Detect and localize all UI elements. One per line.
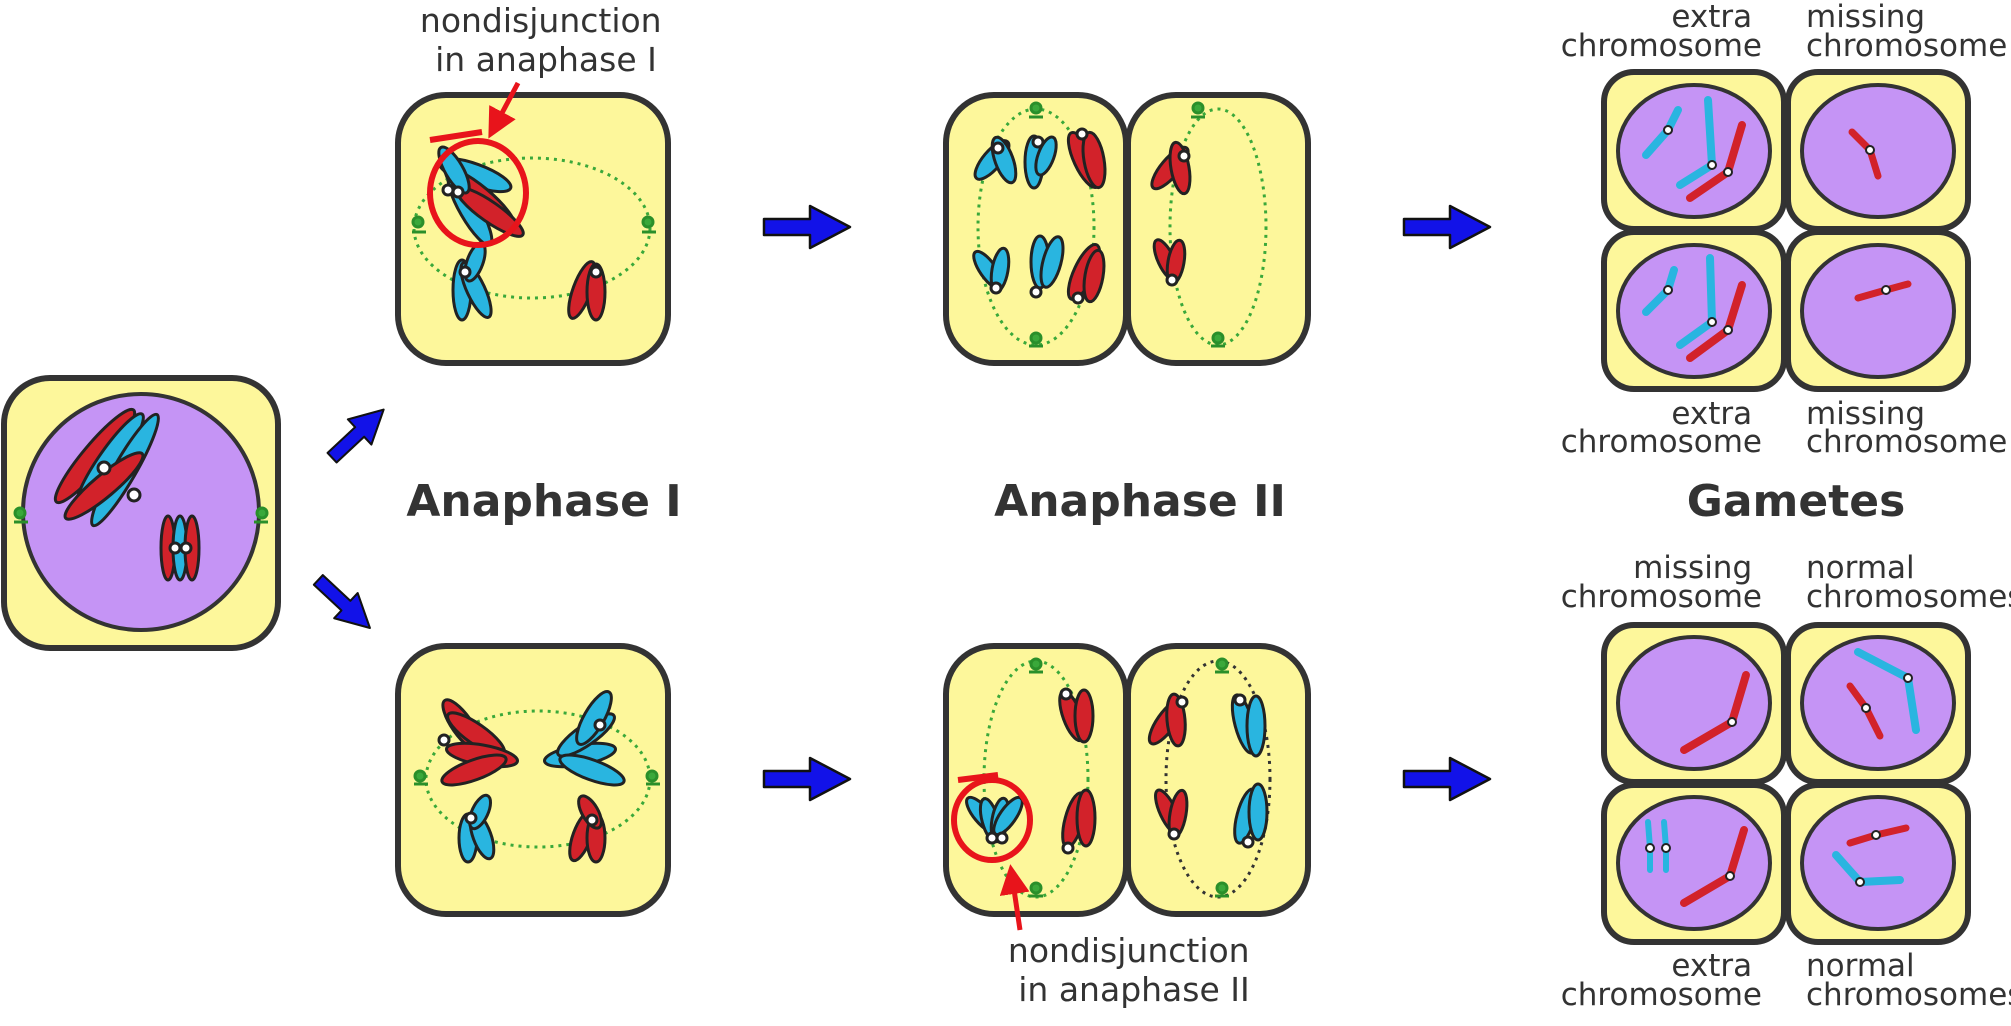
spindle-pole [13,506,269,524]
anaphase2-cells-top [943,92,1311,366]
annotation-arrow-1 [488,81,521,139]
arrow-up-right [319,395,397,472]
anaphase1-chromosomes-bottom [437,690,626,864]
gamete-label-top-row1-right: missing chromosome [1806,0,2007,64]
gamete-label-bottom-row1-right: normal chromosomes [1806,550,2011,615]
stage-label-gametes: Gametes [1687,476,1906,527]
gamete-label-top-row2-right: missing chromosome [1806,396,2007,460]
anaphase2-cells-bottom [943,643,1311,917]
anaphase1-chromosomes-lower [451,241,607,322]
gamete-label-top-row2-left: extra chromosome [1561,396,1762,460]
nondisjoined-chromosome-cluster [437,145,525,247]
parent-chromosomes [53,407,201,582]
anaphase1-cell-top [395,92,671,366]
anaphase1-cell-bottom [395,643,671,917]
anaphase2-chromosomes-top [972,127,1192,305]
gametes-top [1601,69,1971,392]
parent-cell [1,375,281,651]
arrow-bottom-2 [1402,756,1492,802]
arrow-down-right [305,566,383,642]
gamete-label-top-row1-left: extra chromosome [1561,0,1762,64]
highlight-circle-anaphase2 [951,772,1033,863]
gametes-bottom [1601,622,1971,945]
arrow-bottom-1 [762,756,852,802]
gamete-label-bottom-row1-left: missing chromosome [1561,550,1762,615]
arrow-top-2 [1402,204,1492,250]
spindle-pole [1029,657,1229,898]
gamete-chromosomes-top [1642,96,1912,362]
anaphase2-chromosomes-bottom [965,687,1269,855]
arrow-top-1 [762,204,852,250]
gamete-label-bottom-row2-left: extra chromosome [1561,948,1762,1013]
gamete-label-bottom-row2-right: normal chromosomes [1806,948,2011,1013]
spindle-pole [413,769,660,786]
spindle-pole [1029,101,1225,348]
highlight-circle-anaphase1 [427,129,529,248]
stage-label-anaphase-1: Anaphase I [406,476,681,527]
annotation-arrow-2 [999,864,1030,931]
stage-label-anaphase-2: Anaphase II [994,476,1286,527]
annotation-nondisjunction-1: nondisjunction in anaphase I [420,1,672,79]
spindle-pole [411,215,656,234]
annotation-nondisjunction-2: nondisjunction in anaphase II [1008,931,1260,1009]
